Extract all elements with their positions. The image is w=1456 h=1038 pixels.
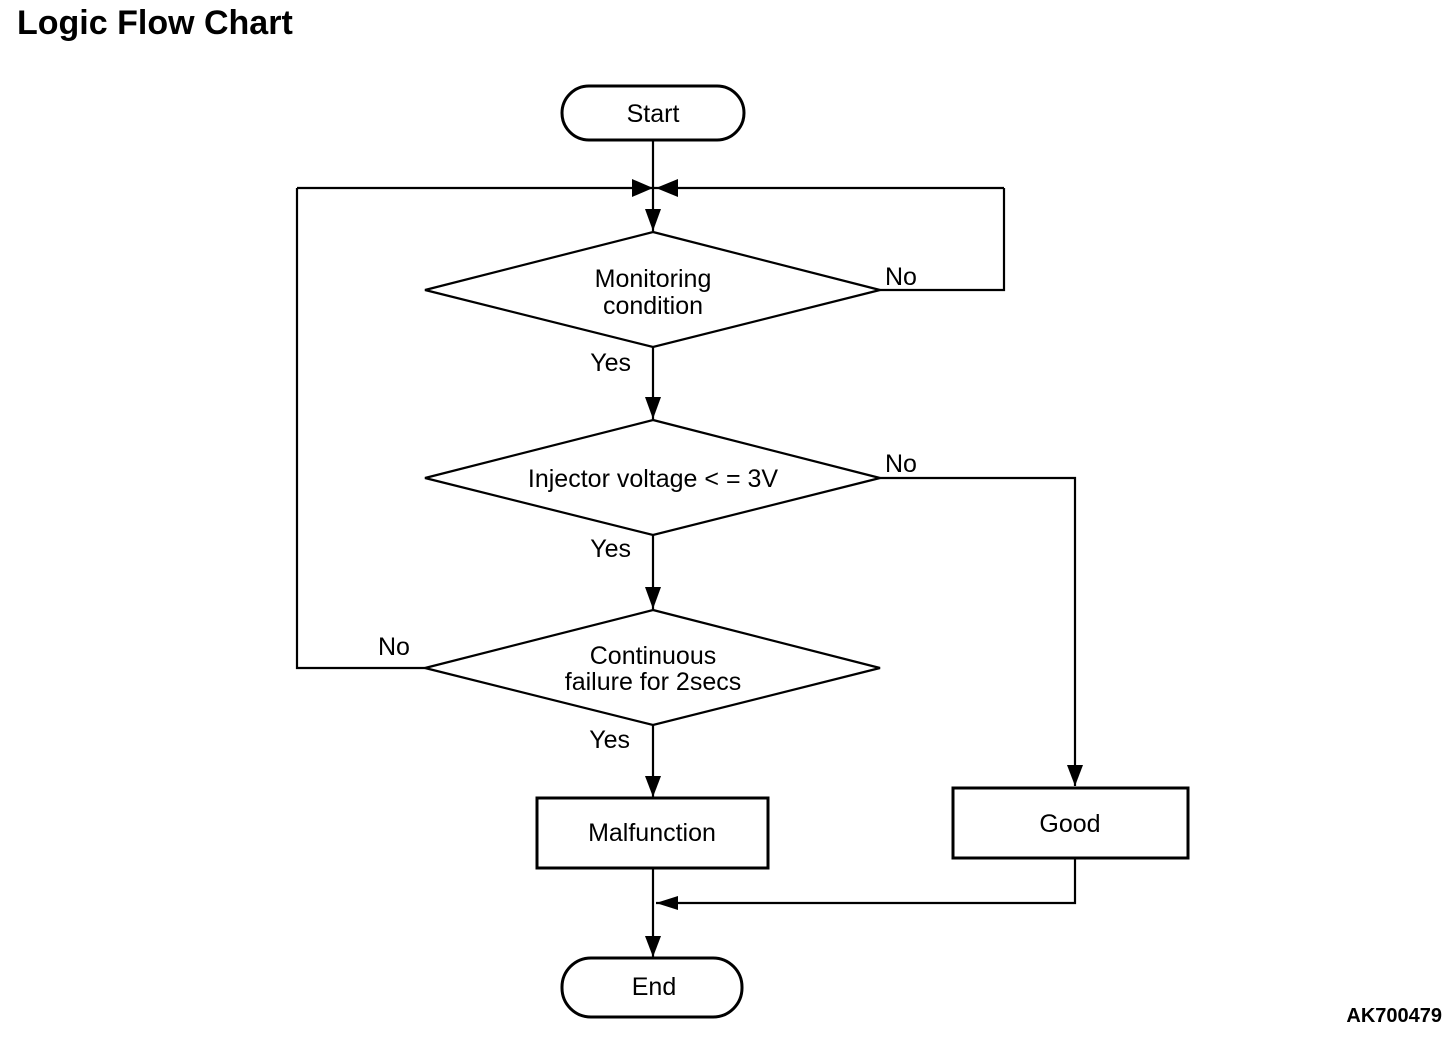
edge-good-to-merge [656,858,1077,905]
edge-continuous-no-loop [295,188,425,670]
arrowhead-junction-left [632,179,653,197]
arrowhead-merge-left [656,896,678,910]
continuous-no-label: No [378,633,410,661]
injector-yes-label: Yes [590,535,631,563]
monitoring-no-label: No [885,263,917,291]
arrowhead-into-monitoring [645,209,661,231]
node-malfunction [535,796,770,870]
monitoring-label-line1: Monitoring [595,265,712,293]
monitoring-label-line2: condition [603,292,703,320]
continuous-yes-label: Yes [589,726,630,754]
edge-monitoring-no-loop [880,188,1006,292]
arrowhead-into-good [1067,765,1083,786]
arrowhead-into-injector [645,397,661,419]
arrowhead-junction-right [656,179,678,197]
node-end [560,956,744,1019]
good-label: Good [1039,810,1100,838]
end-label: End [632,973,676,1001]
node-continuous-failure [424,608,881,727]
node-injector-voltage [424,418,881,537]
arrowhead-into-continuous [645,587,661,609]
edge-injector-no-to-good [880,476,1077,786]
continuous-label-line2: failure for 2secs [565,668,741,696]
monitoring-yes-label: Yes [590,349,631,377]
page-title: Logic Flow Chart [17,4,293,42]
arrowhead-into-end [645,936,661,957]
malfunction-label: Malfunction [588,819,716,847]
continuous-label-line1: Continuous [590,642,716,670]
injector-label: Injector voltage < = 3V [528,465,778,493]
arrowhead-into-malfunction [645,776,661,797]
node-start [560,84,746,142]
injector-no-label: No [885,450,917,478]
node-monitoring-condition [424,230,881,349]
start-label: Start [627,100,680,128]
node-good [951,786,1190,860]
figure-code: AK700479 [1346,1005,1442,1027]
